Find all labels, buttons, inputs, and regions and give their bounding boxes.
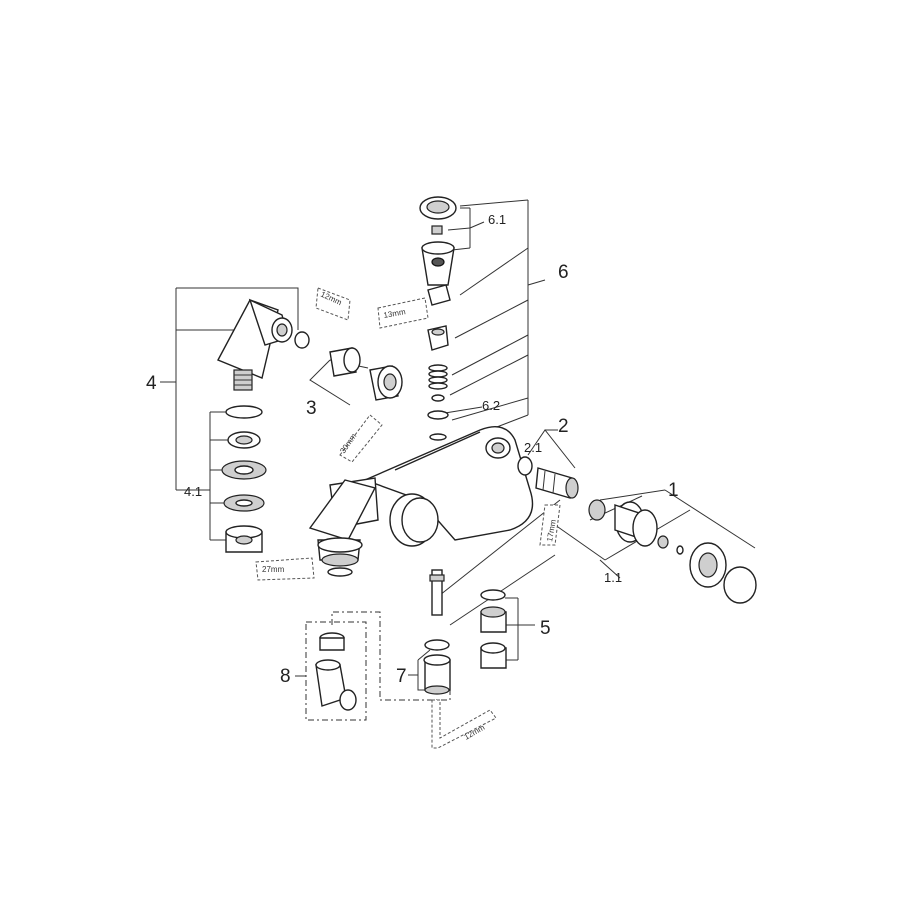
wrench-12mm-top-icon bbox=[315, 287, 351, 321]
label-part-2-1: 2.1 bbox=[524, 440, 542, 455]
label-part-5: 5 bbox=[540, 618, 551, 639]
label-part-6: 6 bbox=[558, 262, 569, 283]
wrench-13mm-icon bbox=[377, 297, 429, 329]
label-part-6-1: 6.1 bbox=[488, 212, 506, 227]
valve-seat-group bbox=[480, 589, 507, 669]
mixer-valve-body bbox=[308, 426, 534, 577]
temperature-handle-group bbox=[588, 499, 757, 604]
label-part-1-1: 1.1 bbox=[604, 570, 622, 585]
elbow-adapter-group bbox=[305, 621, 367, 721]
wrench-30mm-icon bbox=[339, 414, 383, 463]
label-part-1: 1 bbox=[668, 480, 679, 501]
label-part-4: 4 bbox=[146, 373, 157, 394]
label-part-8: 8 bbox=[280, 666, 291, 687]
cap-indicator-group bbox=[419, 196, 457, 286]
tool-icons bbox=[255, 287, 561, 749]
spindle-group bbox=[427, 284, 451, 467]
tool-label-17mm: 17mm bbox=[545, 519, 558, 543]
wrench-27mm-icon bbox=[255, 557, 315, 581]
label-part-6-2: 6.2 bbox=[482, 398, 500, 413]
tool-label-13mm: 13mm bbox=[383, 307, 407, 320]
label-part-2: 2 bbox=[558, 416, 569, 437]
label-part-4-1: 4.1 bbox=[184, 484, 202, 499]
leader-lines bbox=[160, 199, 756, 701]
tool-label-27mm: 27mm bbox=[262, 565, 285, 574]
hex-key-12mm-icon bbox=[431, 699, 497, 749]
check-valve-cartridge bbox=[517, 456, 579, 499]
wrench-17mm-icon bbox=[539, 504, 561, 546]
union-fitting-group bbox=[329, 347, 403, 401]
label-part-3: 3 bbox=[306, 398, 317, 419]
diverter-stem-group bbox=[423, 569, 451, 695]
label-part-7: 7 bbox=[396, 666, 407, 687]
diverter-outlet-group bbox=[217, 298, 310, 553]
